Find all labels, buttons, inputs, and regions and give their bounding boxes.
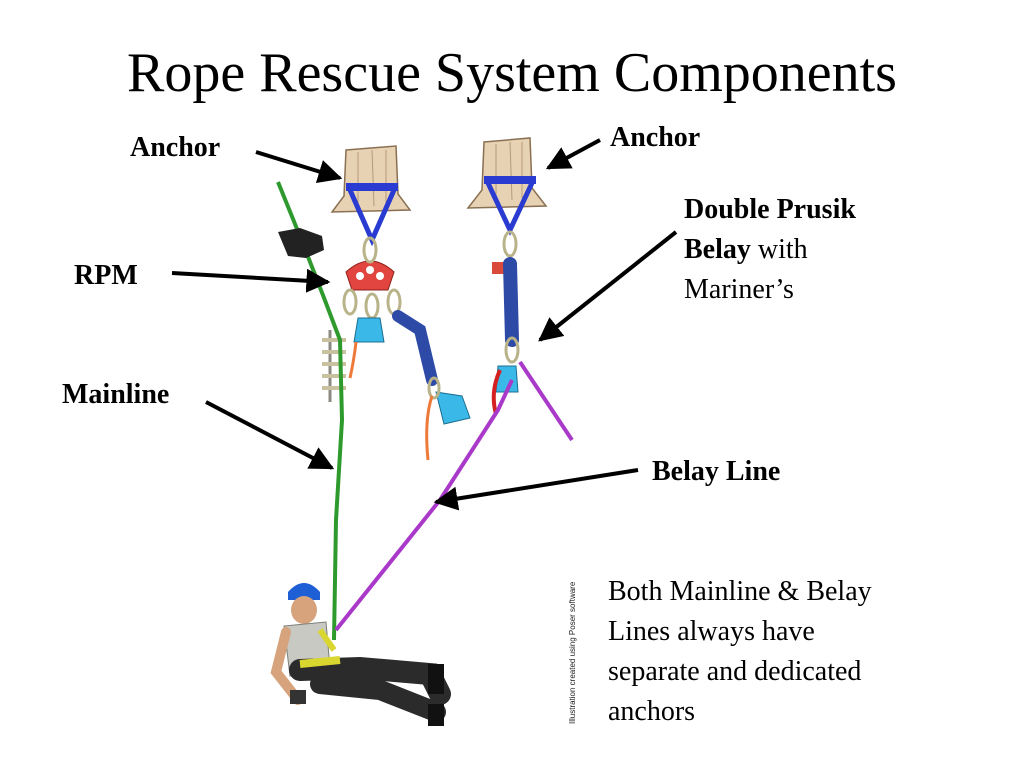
pulley-icon [435, 391, 471, 425]
rigging-plate [345, 260, 395, 291]
tree-stump-icon [466, 137, 548, 209]
label-belay-line: Belay Line [652, 456, 781, 487]
label-anchor-right: Anchor [610, 122, 701, 153]
label-double-prusik-line1: Double Prusik [684, 194, 856, 225]
prusik-sling [392, 310, 438, 386]
glove-icon [278, 228, 324, 258]
carabiner-icon [502, 230, 518, 258]
note-line: Both Mainline & Belay [608, 576, 872, 607]
arrow-icon [433, 468, 639, 511]
image-credit: Illustration created using Poser softwar… [568, 581, 577, 724]
label-double-prusik: Double Prusik Belay with Mariner’s [684, 190, 856, 310]
label-mainline: Mainline [62, 379, 170, 410]
note-line: Lines always have [608, 616, 815, 647]
arrow-icon [171, 268, 331, 293]
orange-tail [348, 341, 358, 379]
arrow-icon [538, 230, 678, 342]
orange-tail [425, 395, 434, 461]
carabiner-icon [342, 288, 358, 316]
carabiner-icon [362, 236, 378, 264]
belay-line-rope [334, 379, 514, 632]
tree-stump-icon [330, 145, 412, 213]
arrow-icon [545, 138, 601, 170]
note-line: separate and dedicated [608, 656, 862, 687]
rescuer-figure-icon [270, 583, 451, 726]
note-line: anchors [608, 696, 696, 727]
carabiner-icon [427, 376, 441, 400]
carabiner-icon [504, 336, 520, 364]
label-double-prusik-line3: Mariner’s [684, 274, 794, 305]
red-prusik [491, 369, 502, 415]
belay-line-tail [518, 360, 574, 442]
label-anchor-left: Anchor [130, 132, 221, 163]
label-double-prusik-line2-rest: with [750, 234, 808, 265]
prusik-sling [503, 257, 519, 347]
carabiner-icon [364, 292, 380, 320]
arrow-icon [255, 150, 343, 184]
label-double-prusik-line2-bold: Belay [684, 234, 751, 265]
note-separate-anchors: Both Mainline & Belay Lines always have … [608, 572, 948, 732]
pulley-icon [353, 317, 385, 343]
page-title: Rope Rescue System Components [127, 42, 897, 104]
anchor-strap-right [484, 176, 536, 236]
label-rpm: RPM [74, 260, 138, 291]
arrow-icon [205, 400, 335, 470]
